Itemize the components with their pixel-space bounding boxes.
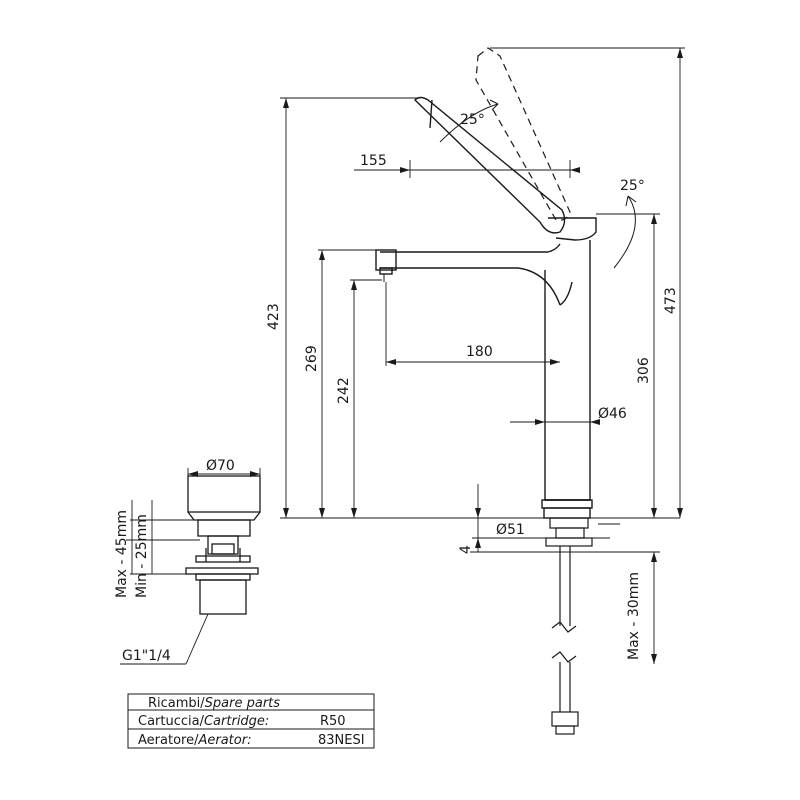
base-diameter-label: Ø51	[496, 522, 525, 538]
dimension-arrows	[283, 48, 683, 664]
spout-reach-label: 180	[466, 344, 493, 360]
cartridge-label: Cartuccia/Cartridge:	[138, 714, 269, 729]
handle-angle-arc	[613, 195, 636, 269]
spout-height-label: 269	[304, 345, 320, 372]
dimension-lines	[280, 47, 685, 664]
body-diameter-label: Ø46	[598, 406, 627, 422]
aerator-label: Aeratore/Aerator:	[138, 733, 251, 748]
waste-dimension-arrows	[188, 471, 260, 477]
faucet-body	[375, 96, 597, 519]
handle-rotated-outline	[475, 47, 571, 221]
lever-angle-label: 25°	[460, 112, 485, 128]
max-deck-label: Max - 30mm	[626, 572, 642, 660]
aerator-value: 83NESI	[318, 733, 365, 748]
waste-max-label: Max - 45mm	[114, 510, 130, 598]
waste-thread-label: G1"1/4	[122, 648, 171, 664]
spare-parts-header: Ricambi/Spare parts	[148, 696, 280, 711]
waste-min-label: Min - 25mm	[134, 514, 150, 598]
base-plate-label: 4	[458, 545, 474, 554]
cartridge-value: R50	[320, 714, 346, 729]
total-height-lever-label: 473	[663, 287, 679, 314]
handle-angle-label: 25°	[620, 178, 645, 194]
waste-dimension-lines	[120, 468, 261, 665]
lever-angle-arc	[439, 103, 499, 143]
spare-parts-table	[127, 693, 375, 749]
body-height-label: 306	[636, 357, 652, 384]
outlet-height-label: 242	[336, 377, 352, 404]
lever-angle-arrow	[489, 99, 499, 111]
total-height-handle-label: 423	[266, 303, 282, 330]
lever-reach-label: 155	[360, 153, 387, 169]
supply-hose	[545, 517, 593, 735]
waste-cap-diameter-label: Ø70	[206, 458, 235, 474]
waste-drain	[185, 475, 261, 615]
handle-angle-arrow	[625, 195, 637, 207]
